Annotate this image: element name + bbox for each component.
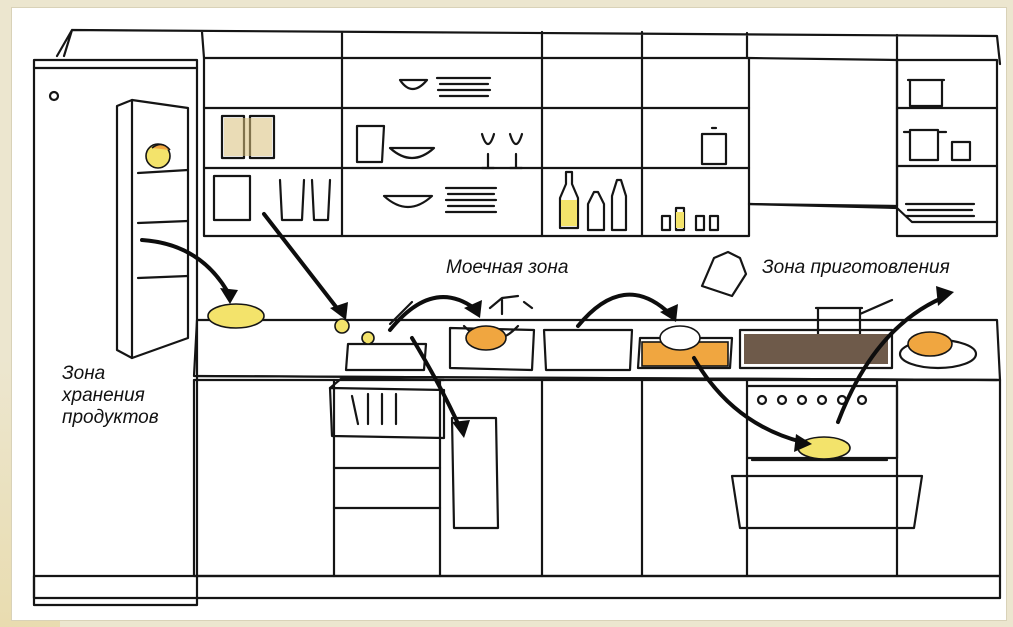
oven-door-open <box>732 476 922 528</box>
bottle-icon <box>612 180 626 230</box>
trash-bin <box>452 418 498 528</box>
bowl-icon <box>384 196 432 207</box>
pot-icon <box>904 130 946 160</box>
plinth <box>34 576 1000 598</box>
spice-jars-icon <box>662 208 718 230</box>
dishes-in-rack-icon <box>466 326 506 350</box>
lettuce-icon <box>208 304 264 328</box>
box-icon <box>214 176 250 220</box>
oven-mitt-icon <box>702 252 746 296</box>
plate-stack-icon <box>437 78 490 96</box>
jar-fill <box>224 118 272 156</box>
plate-stack-icon <box>906 204 974 216</box>
pot-icon <box>908 80 944 106</box>
cutting-board <box>346 344 426 370</box>
spice-fill <box>676 212 684 228</box>
storage-zone-label-line: хранения <box>62 385 182 407</box>
wine-glass-icon <box>510 134 522 168</box>
faucet-icon <box>490 296 532 314</box>
flow-arrow <box>142 240 230 296</box>
wine-glass-icon <box>482 134 494 168</box>
stove-surface-fill <box>744 334 888 364</box>
roast-chicken-icon <box>908 332 952 356</box>
arrowhead-icon <box>452 420 470 438</box>
fridge-knob-icon <box>50 92 58 100</box>
flow-arrow <box>412 338 460 428</box>
cooking-zone-label: Зона приготовления <box>762 257 950 279</box>
flow-arrow <box>264 214 340 312</box>
open-drawer <box>330 388 444 438</box>
bowl-icon <box>390 148 434 158</box>
sink-basin <box>544 330 632 370</box>
arrowhead-icon <box>220 288 238 304</box>
pot-icon <box>952 142 970 160</box>
vegetable-icon <box>362 332 374 344</box>
washing-zone-label: Моечная зона <box>446 257 568 279</box>
refrigerator <box>34 60 197 605</box>
jug-icon <box>357 126 384 162</box>
cutlery-icon <box>352 394 396 424</box>
storage-zone-label-line: продуктов <box>62 407 182 429</box>
storage-zone-label-line: Зона <box>62 363 182 385</box>
vegetable-icon <box>335 319 349 333</box>
raw-chicken-icon <box>660 326 700 350</box>
right-upper-cabinet <box>749 58 897 206</box>
bowl-icon <box>400 80 427 89</box>
bottle-icon <box>588 192 604 230</box>
plate-stack-icon <box>446 188 496 212</box>
lower-cabinets <box>194 380 1000 576</box>
food-accents <box>146 118 952 459</box>
flow-arrow <box>578 295 670 326</box>
fridge-door <box>117 100 132 358</box>
arrowhead-icon <box>936 286 954 306</box>
storage-zone-label: Зона хранения продуктов <box>62 363 182 429</box>
flow-arrow <box>390 297 474 330</box>
kitchen-illustration <box>12 8 1006 620</box>
bottle-fill <box>561 200 577 226</box>
canister-icon <box>702 128 726 164</box>
glass-icon <box>280 180 304 220</box>
